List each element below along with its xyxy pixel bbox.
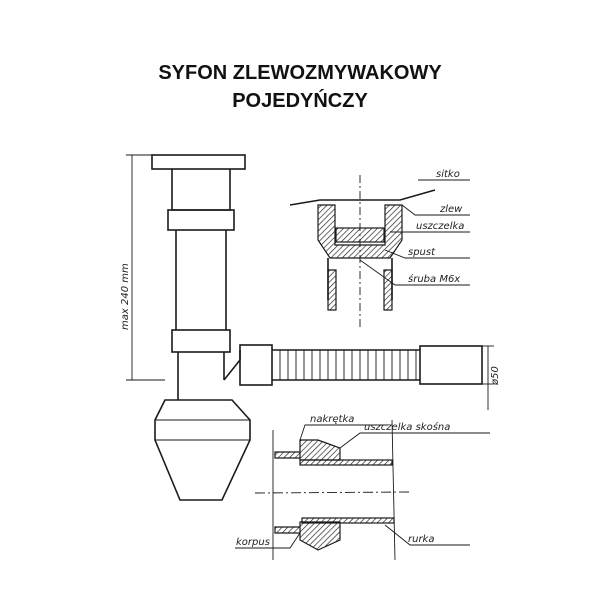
title-line-1: SYFON ZLEWOZMYWAKOWY	[158, 62, 442, 84]
label-rurka: rurka	[408, 534, 434, 545]
label-uszczelka: uszczelka	[416, 221, 464, 232]
label-nakretka: nakrętka	[310, 414, 354, 425]
label-sruba: śruba M6x	[408, 273, 460, 285]
title-line-2: POJEDYŃCZY	[232, 90, 368, 112]
label-sitko: sitko	[436, 169, 460, 180]
label-korpus: korpus	[236, 537, 270, 548]
label-uszczelka-skosna: uszczelka skośna	[364, 421, 450, 433]
label-zlew: zlew	[439, 204, 463, 215]
diameter-dimension-label: ø50	[490, 366, 501, 386]
drain-detail	[289, 175, 470, 330]
pipe-connection-detail	[235, 419, 490, 561]
siphon-side-view	[126, 154, 494, 501]
label-spust: spust	[408, 247, 436, 258]
height-dimension-label: max 240 mm	[120, 263, 131, 330]
